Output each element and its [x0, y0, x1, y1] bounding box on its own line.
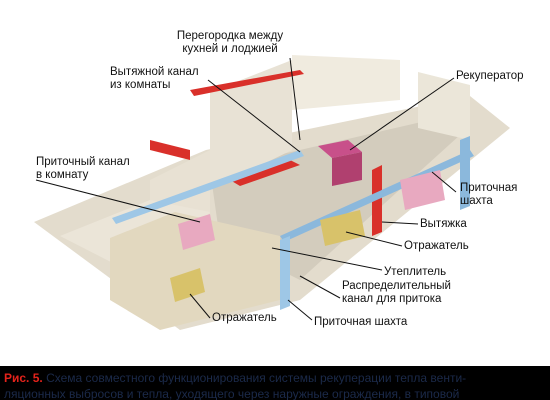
- right-partition: [418, 72, 470, 140]
- reflector-right: [320, 210, 365, 246]
- exhaust-vertical: [372, 165, 382, 236]
- supply-shaft-right: [460, 136, 470, 210]
- insulation-left: [178, 214, 215, 250]
- leader-recuperator: [349, 77, 455, 151]
- caption-text-2: ляционных выбросов и тепла, уходящего че…: [4, 387, 460, 400]
- reflector-left: [170, 268, 205, 302]
- label-exhaust: Вытяжка: [420, 218, 467, 230]
- back-wall-2: [292, 55, 400, 110]
- leader-reflector-left: [189, 293, 211, 319]
- label-supply-shaft-bottom: Приточная шахта: [314, 316, 408, 328]
- exhaust-channel-main: [230, 160, 300, 186]
- caption-line-1: Рис. 5. Схема совместного функционирован…: [4, 370, 550, 386]
- leader-reflector-right: [345, 231, 403, 247]
- caption-text-1: Схема совместного функционирования систе…: [46, 371, 467, 385]
- supply-shaft-vertical: [280, 236, 290, 310]
- label-reflector-left: Отражатель: [212, 312, 277, 324]
- label-insulation: Утеплитель: [384, 266, 447, 278]
- leader-partition: [289, 57, 301, 141]
- leader-supply-channel: [35, 179, 201, 223]
- supply-channel-left: [112, 150, 304, 224]
- leader-exhaust: [381, 221, 419, 225]
- insulation-right: [400, 170, 445, 210]
- ventilation-diagram: [34, 55, 510, 330]
- figure-number: Рис. 5.: [4, 371, 43, 385]
- exhaust-channel-back: [190, 70, 304, 96]
- leader-exhaust-channel: [207, 79, 301, 153]
- label-reflector-right: Отражатель: [404, 240, 469, 252]
- label-recuperator: Рекуператор: [456, 70, 524, 82]
- exhaust-channel-left: [150, 140, 190, 160]
- recuperator-front: [332, 152, 362, 186]
- back-wall: [210, 60, 292, 190]
- leader-distribution: [299, 275, 341, 299]
- recuperator-box: [318, 140, 362, 158]
- figure-caption: Рис. 5. Схема совместного функционирован…: [4, 370, 550, 400]
- leader-supply-shaft-bottom: [287, 299, 313, 321]
- leader-insulation: [271, 247, 383, 271]
- leader-supply-shaft-right: [431, 171, 457, 193]
